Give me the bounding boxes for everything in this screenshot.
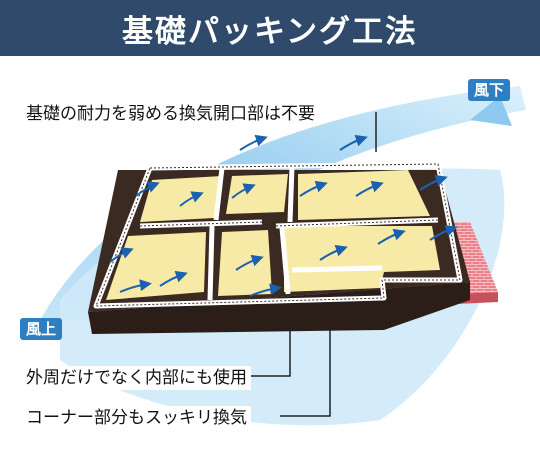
vent-arrows bbox=[109, 134, 458, 297]
upwind-label: 風上 bbox=[20, 318, 63, 340]
title-bar: 基礎パッキング工法 bbox=[0, 0, 540, 56]
foundation-diagram bbox=[40, 86, 526, 426]
downwind-label: 風下 bbox=[468, 79, 511, 101]
floor-slabs bbox=[106, 170, 440, 300]
callout-corners: コーナー部分もスッキリ換気 bbox=[22, 406, 251, 430]
page-title: 基礎パッキング工法 bbox=[121, 13, 419, 50]
callout-no-weak-vents: 基礎の耐力を弱める換気開口部は不要 bbox=[22, 102, 319, 126]
callout-inside-outside: 外周だけでなく内部にも使用 bbox=[22, 366, 251, 390]
